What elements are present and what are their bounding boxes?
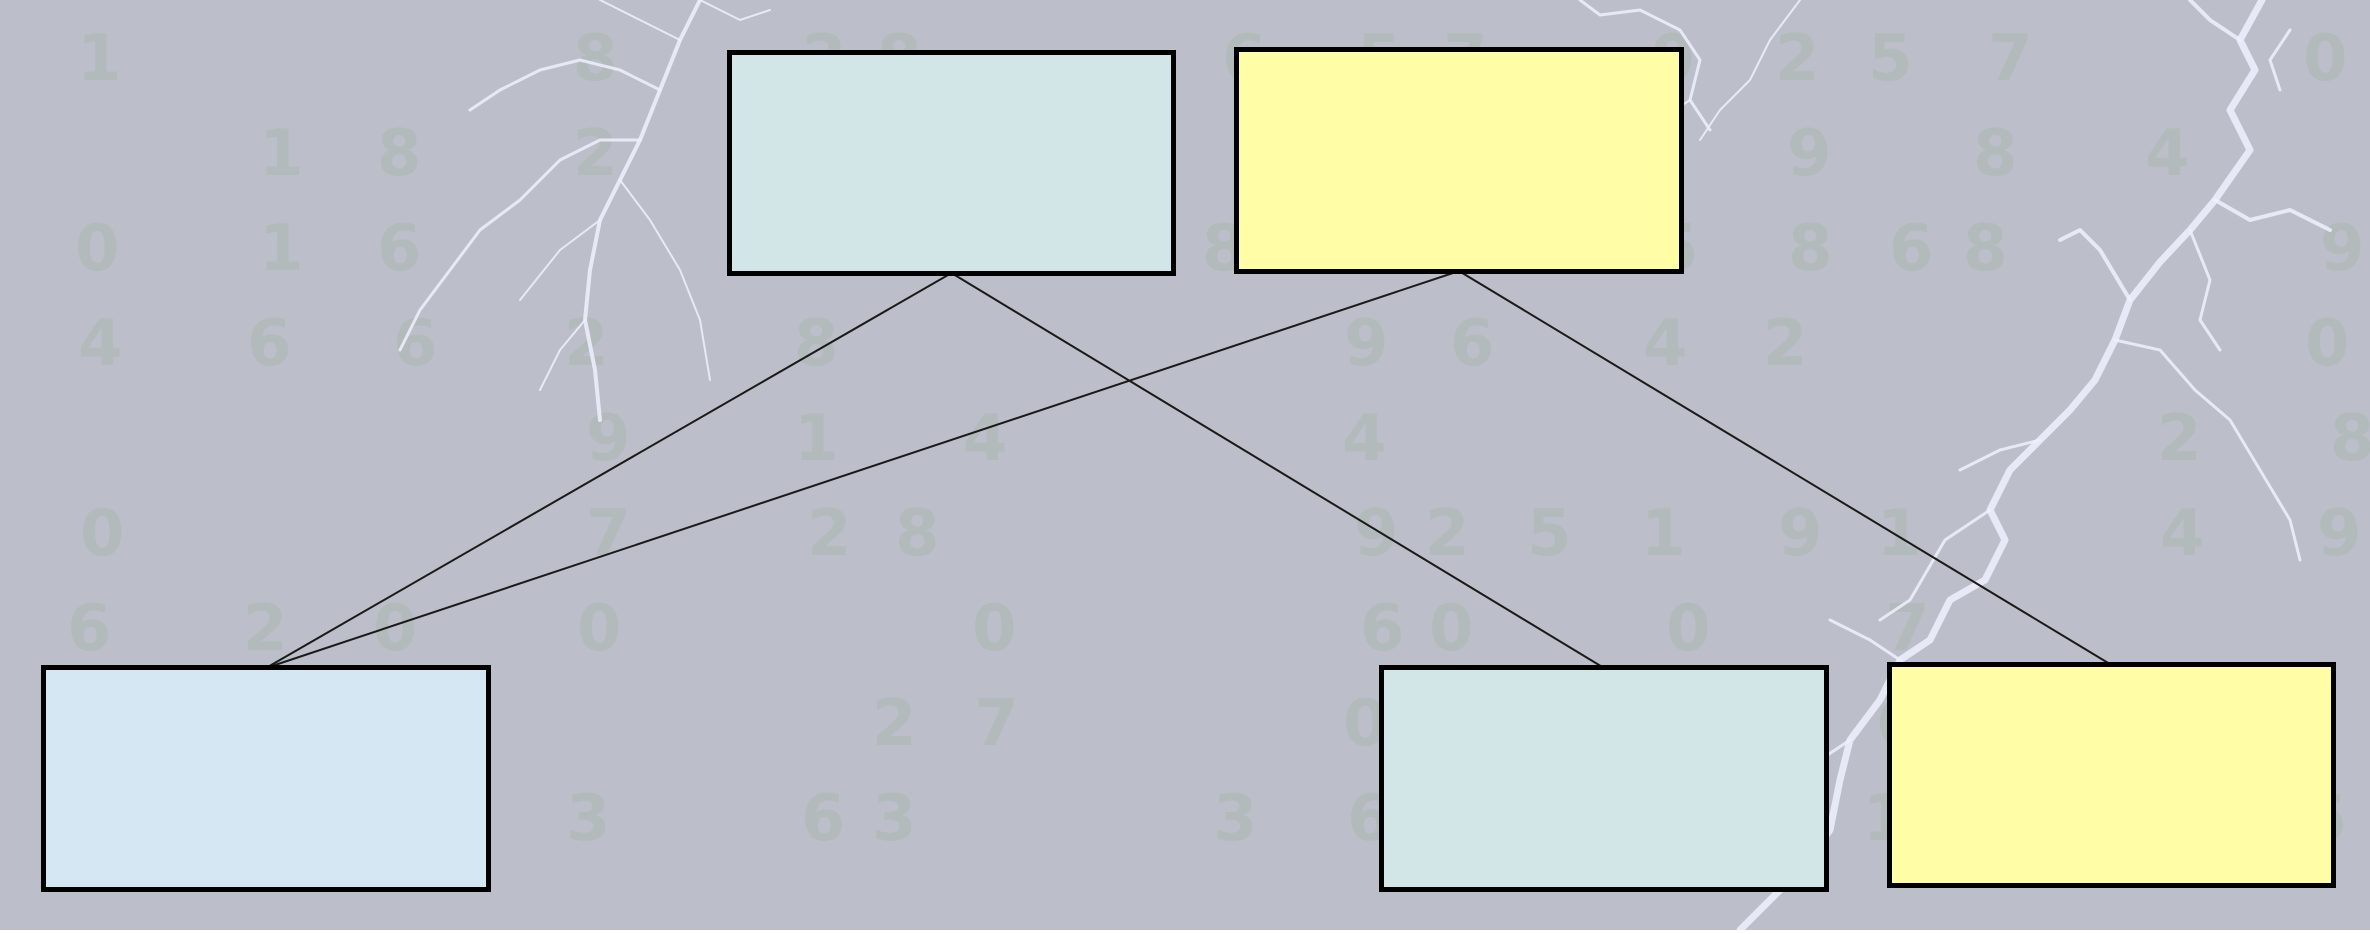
background-digit: 9 <box>2320 212 2365 286</box>
background-digit: 8 <box>1788 212 1833 286</box>
background-digit: 0 <box>1666 592 1711 666</box>
background-digit: 8 <box>2330 402 2370 476</box>
background-digit: 2 <box>1763 307 1808 381</box>
background-digit: 8 <box>794 307 839 381</box>
background-digit: 0 <box>75 212 120 286</box>
background-digit: 2 <box>2157 402 2202 476</box>
background-digit: 6 <box>1450 307 1495 381</box>
background-digit: 9 <box>1778 497 1823 571</box>
background-digit: 6 <box>377 212 422 286</box>
background-digit: 9 <box>586 402 631 476</box>
background-digit: 4 <box>2145 117 2190 191</box>
background-digit: 2 <box>573 117 618 191</box>
bottom-left-node[interactable] <box>41 665 491 892</box>
background-digit: 7 <box>1988 22 2033 96</box>
background-digit: 9 <box>2317 497 2362 571</box>
background-digit: 6 <box>247 307 292 381</box>
background-digit: 6 <box>67 592 112 666</box>
background-digit: 1 <box>1877 497 1922 571</box>
top-left-node[interactable] <box>727 50 1176 276</box>
background-digit: 2 <box>243 592 288 666</box>
background-digit: 4 <box>2160 497 2205 571</box>
background-digit: 0 <box>2305 307 2350 381</box>
background-digit: 1 <box>1641 497 1686 571</box>
bottom-middle-node[interactable] <box>1379 665 1829 892</box>
background-digit: 3 <box>872 782 917 856</box>
background-digit: 7 <box>586 497 631 571</box>
background-digit: 0 <box>972 592 1017 666</box>
background-digit: 1 <box>259 117 304 191</box>
background-digit: 6 <box>1360 592 1405 666</box>
background-digit: 5 <box>1527 497 1572 571</box>
background-digit: 9 <box>1787 117 1832 191</box>
background-digit: 0 <box>577 592 622 666</box>
background-digit: 8 <box>895 497 940 571</box>
background-digit: 2 <box>1775 22 1820 96</box>
background-digit: 2 <box>807 497 852 571</box>
background-digit: 9 <box>1344 307 1389 381</box>
bottom-right-node[interactable] <box>1887 662 2336 888</box>
background-digit: 8 <box>377 117 422 191</box>
background-digit: 0 <box>373 592 418 666</box>
background-digit: 4 <box>78 307 123 381</box>
background-digit: 6 <box>801 782 846 856</box>
background-digit: 0 <box>1429 592 1474 666</box>
background-digit: 5 <box>1868 22 1913 96</box>
background-digit: 0 <box>2303 22 2348 96</box>
background-digit: 7 <box>974 687 1019 761</box>
background-digit: 3 <box>1213 782 1258 856</box>
background-digit: 4 <box>963 402 1008 476</box>
background-digit: 9 <box>1354 497 1399 571</box>
background-digit: 2 <box>1425 497 1470 571</box>
background-digit: 2 <box>872 687 917 761</box>
background-digit: 8 <box>1973 117 2018 191</box>
background-digit: 1 <box>794 402 839 476</box>
background-digit: 6 <box>1889 212 1934 286</box>
background-digit: 0 <box>80 497 125 571</box>
background-digit: 3 <box>566 782 611 856</box>
top-right-node[interactable] <box>1234 47 1684 274</box>
background-digit: 4 <box>1643 307 1688 381</box>
background-digit: 1 <box>77 22 122 96</box>
background-digit: 8 <box>1963 212 2008 286</box>
background-digit: 1 <box>259 212 304 286</box>
background-digit: 4 <box>1342 402 1387 476</box>
